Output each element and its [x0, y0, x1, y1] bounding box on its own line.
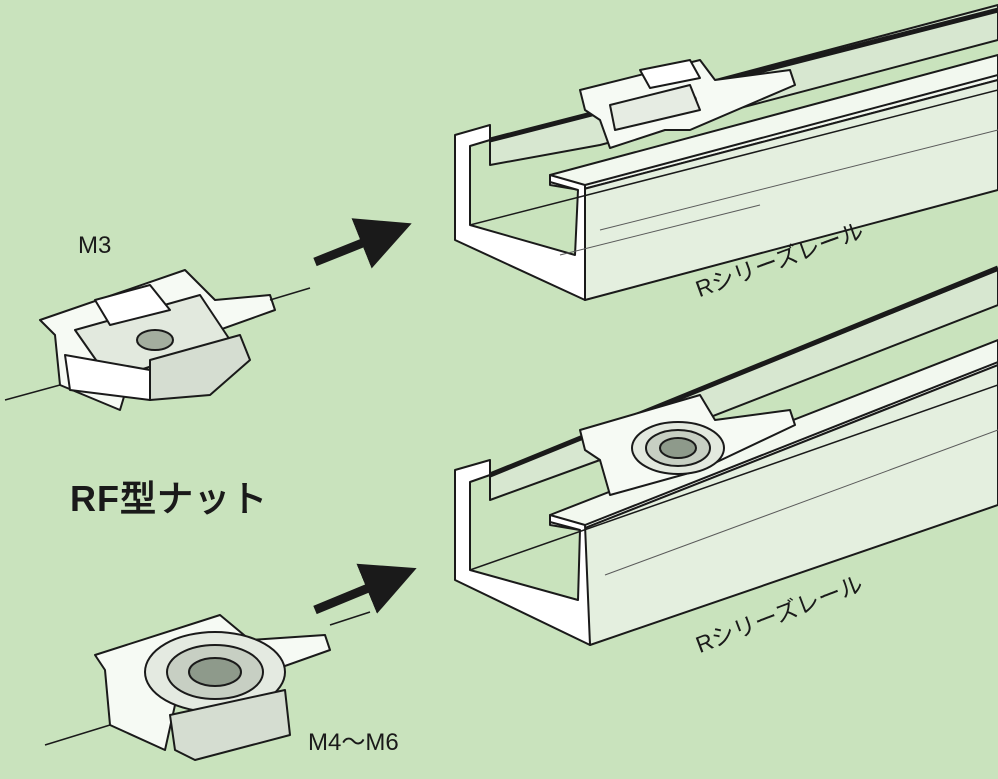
rf-nut-m4-m6	[94, 614, 331, 761]
size-label-m4-m6: M4～M6	[308, 729, 399, 756]
guide-line-upper	[4, 384, 61, 401]
rf-nut-m3	[39, 269, 276, 411]
guide-line-lower-mid	[329, 611, 371, 626]
arrow-lower	[313, 563, 417, 615]
upper-rail	[454, 4, 998, 301]
upper-rail-nut	[579, 59, 796, 149]
nut-type-title: RF型ナット	[70, 478, 268, 519]
lower-rail-nut	[579, 394, 796, 496]
guide-line-lower	[44, 724, 111, 746]
arrow-upper	[313, 218, 412, 269]
guide-line-upper-mid	[269, 287, 311, 301]
insertion-guides	[4, 218, 417, 746]
size-label-m3: M3	[78, 232, 112, 259]
